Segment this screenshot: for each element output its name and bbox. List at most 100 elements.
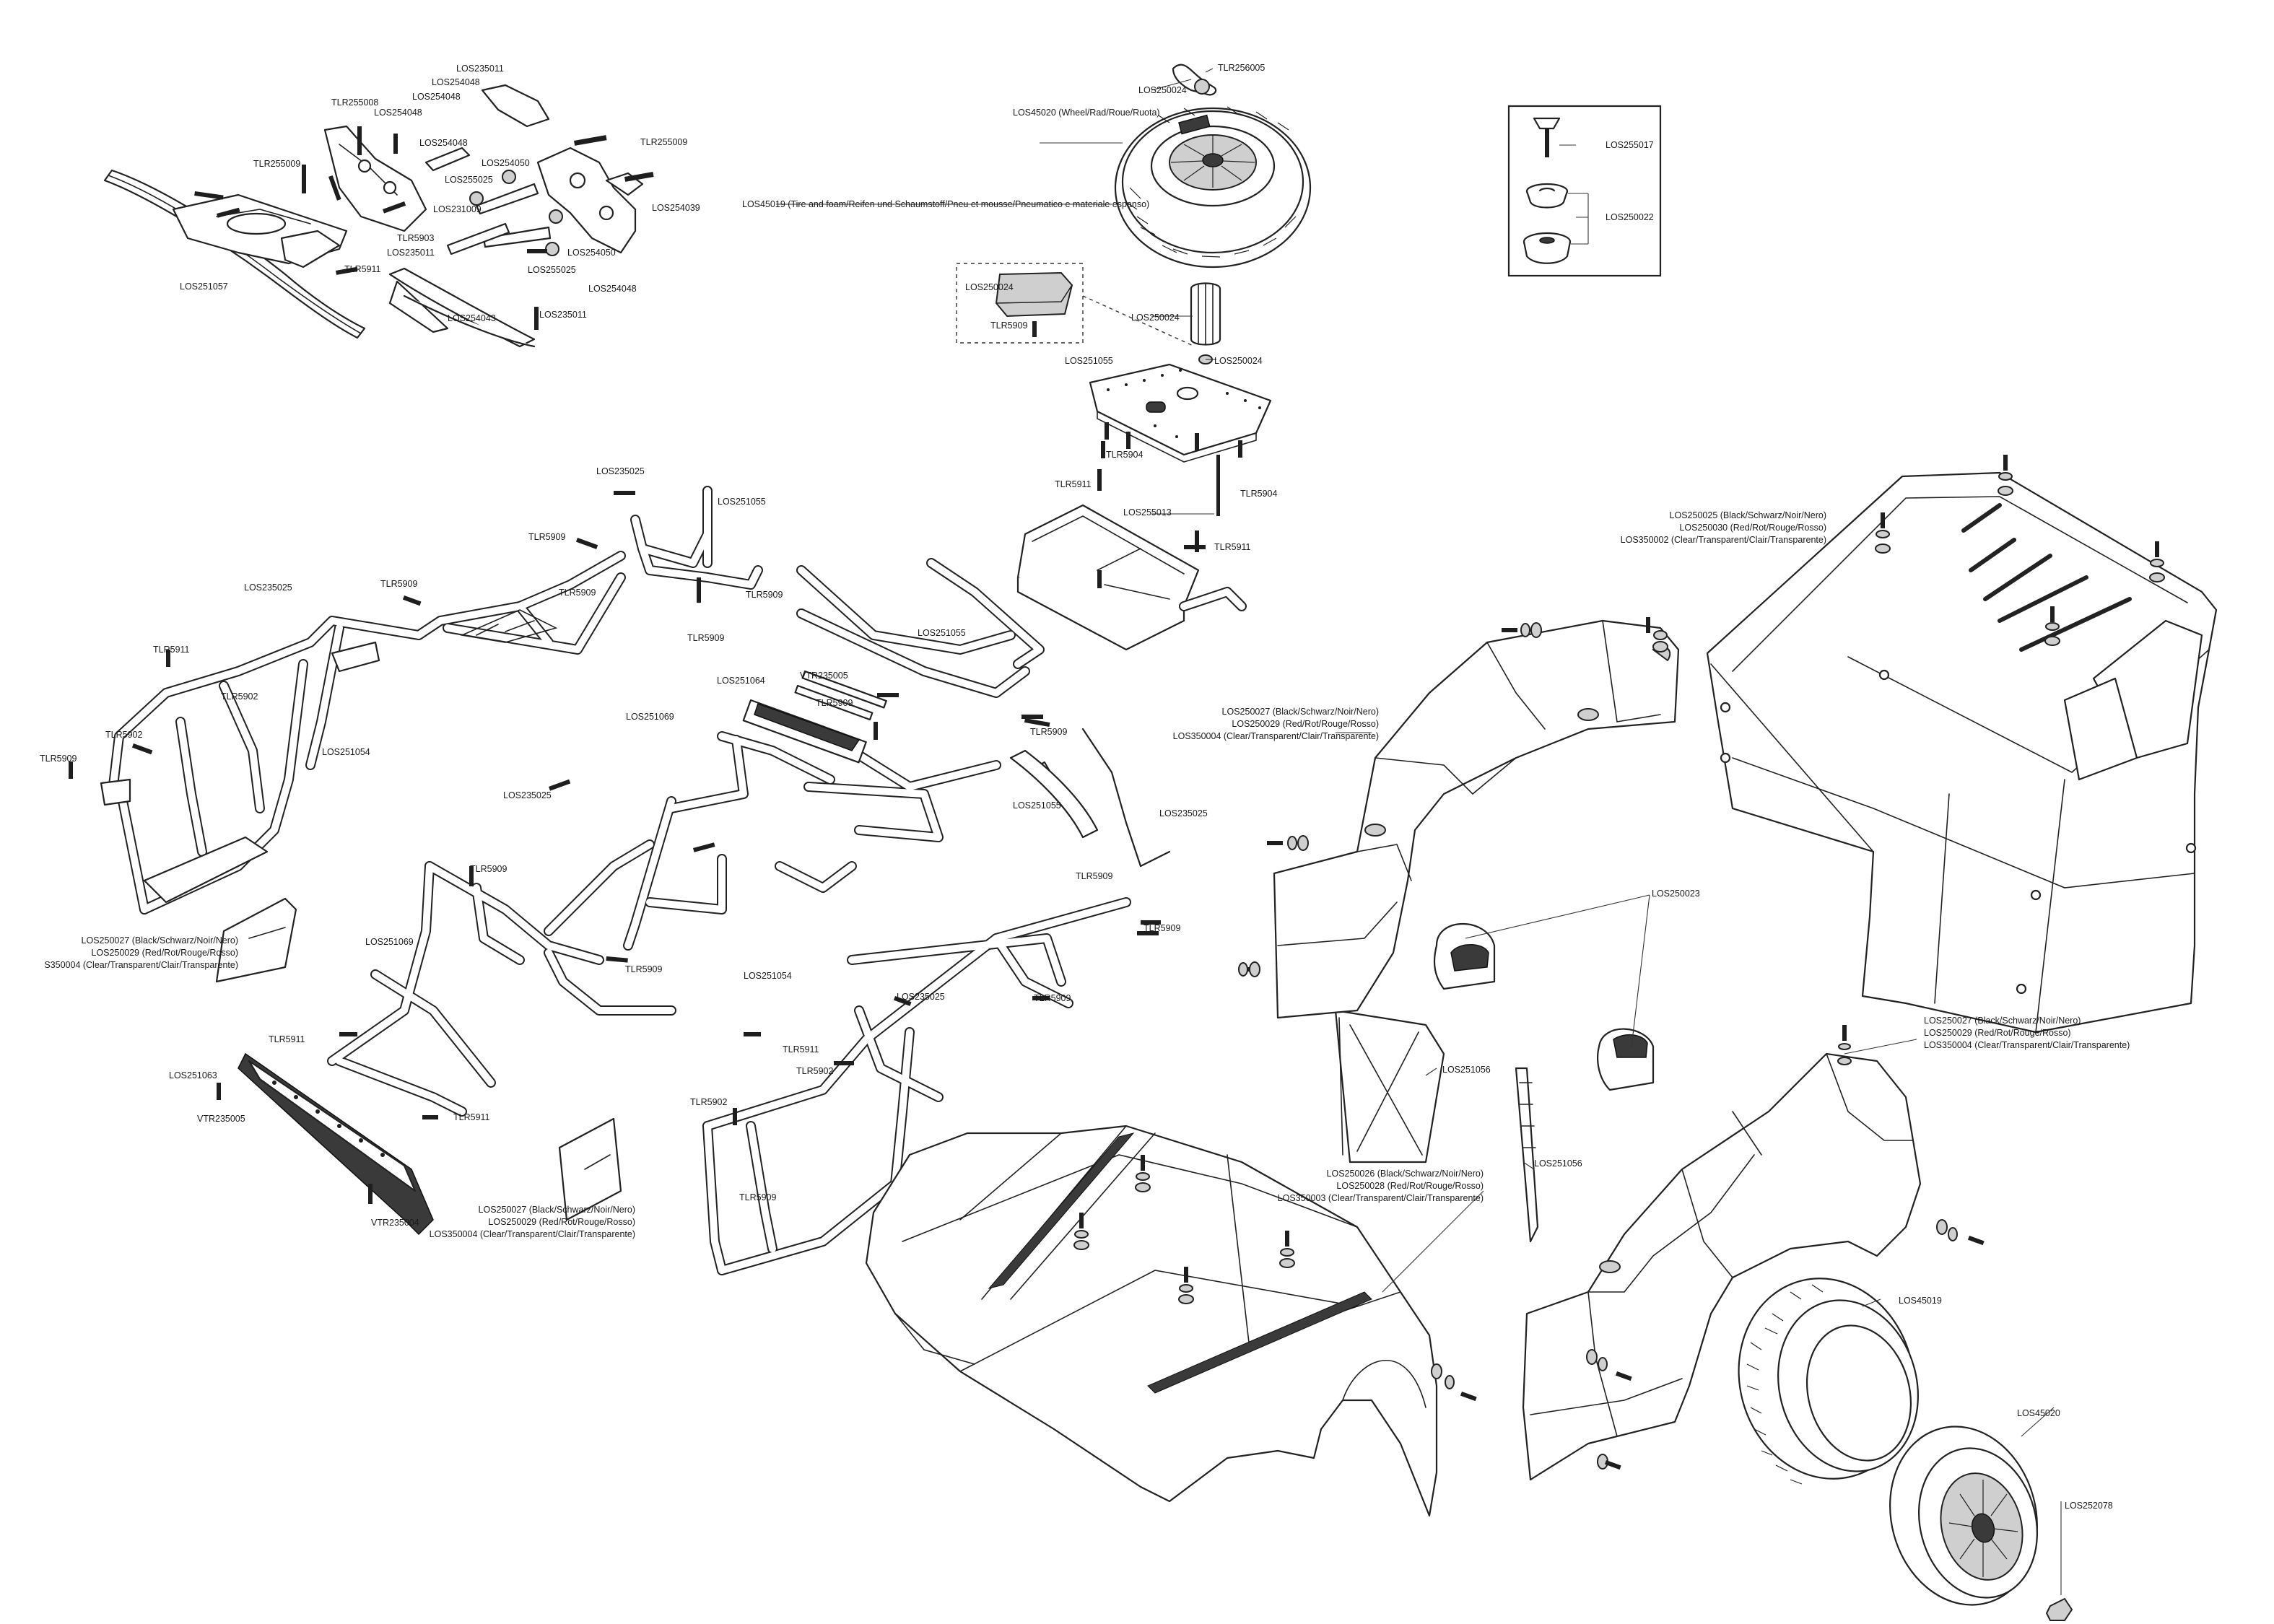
callout-tlr5909: TLR5909 bbox=[990, 320, 1028, 331]
callout-los252078: LOS252078 bbox=[2065, 1501, 2113, 1511]
callout-los255013: LOS255013 bbox=[1123, 507, 1172, 518]
callout-tlr5911: TLR5911 bbox=[453, 1112, 490, 1122]
callout-los251054: LOS251054 bbox=[322, 747, 370, 757]
callout-los235025: LOS235025 bbox=[1159, 808, 1208, 818]
callout-los250027-left-panel: LOS250027 (Black/Schwarz/Noir/Nero) LOS2… bbox=[44, 935, 238, 970]
callout-tlr255009: TLR255009 bbox=[640, 137, 688, 147]
callout-los254048: LOS254048 bbox=[588, 284, 637, 294]
callout-tlr5911: TLR5911 bbox=[1055, 479, 1092, 489]
callout-los250024: LOS250024 bbox=[1131, 313, 1180, 323]
callout-los235025: LOS235025 bbox=[244, 582, 292, 593]
callout-los235025: LOS235025 bbox=[596, 466, 645, 476]
callout-los251056: LOS251056 bbox=[1442, 1065, 1491, 1075]
callout-los251069: LOS251069 bbox=[365, 937, 414, 947]
callout-los250027-fender: LOS250027 (Black/Schwarz/Noir/Nero) LOS2… bbox=[1172, 707, 1379, 741]
callout-tlr5909: TLR5909 bbox=[470, 864, 507, 874]
left-side-cage bbox=[69, 537, 626, 914]
callout-los251054: LOS251054 bbox=[744, 971, 792, 981]
callout-los251056: LOS251056 bbox=[1534, 1158, 1582, 1169]
callout-los250027-bottom-panel: LOS250027 (Black/Schwarz/Noir/Nero) LOS2… bbox=[429, 1205, 635, 1239]
callout-tlr5911: TLR5911 bbox=[783, 1044, 819, 1055]
callout-los251069: LOS251069 bbox=[626, 712, 674, 722]
callout-tlr5911: TLR5911 bbox=[1214, 542, 1251, 552]
callout-los255017: LOS255017 bbox=[1606, 140, 1654, 150]
callout-los45020-wheel: LOS45020 (Wheel/Rad/Roue/Ruota) bbox=[1013, 108, 1160, 118]
front-bumper-assembly bbox=[103, 84, 654, 348]
callout-tlr5909: TLR5909 bbox=[687, 633, 725, 643]
callout-tlr5909: TLR5909 bbox=[739, 1192, 777, 1202]
callout-tlr5902: TLR5902 bbox=[690, 1097, 728, 1107]
callout-los254050: LOS254050 bbox=[482, 158, 530, 168]
callout-tlr5909: TLR5909 bbox=[40, 754, 77, 764]
lower-cage-pieces bbox=[217, 861, 1161, 1275]
callout-vtr235004: VTR235004 bbox=[371, 1218, 419, 1228]
center-cage-pieces bbox=[544, 469, 1247, 951]
callout-los254039: LOS254039 bbox=[652, 203, 700, 213]
callout-tlr5909: TLR5909 bbox=[1076, 871, 1113, 881]
callout-los251055: LOS251055 bbox=[1013, 800, 1061, 811]
callout-vtr235005: VTR235005 bbox=[197, 1114, 245, 1124]
callout-los250022: LOS250022 bbox=[1606, 212, 1654, 222]
callout-los250025-roof: LOS250025 (Black/Schwarz/Noir/Nero) LOS2… bbox=[1620, 510, 1826, 545]
side-panels bbox=[215, 897, 1655, 1243]
callout-los251055: LOS251055 bbox=[1065, 356, 1113, 366]
callout-tlr5902: TLR5902 bbox=[796, 1066, 834, 1076]
callout-vtr235005: VTR235005 bbox=[800, 671, 848, 681]
callout-los254048: LOS254048 bbox=[419, 138, 468, 148]
callout-tlr255008: TLR255008 bbox=[331, 97, 379, 108]
callout-los251063: LOS251063 bbox=[169, 1070, 217, 1081]
callout-tlr5903: TLR5903 bbox=[397, 233, 435, 243]
leader-lines bbox=[776, 68, 2062, 1595]
callout-tlr5909: TLR5909 bbox=[746, 590, 783, 600]
callout-los251064: LOS251064 bbox=[717, 676, 765, 686]
callout-los235025: LOS235025 bbox=[897, 992, 945, 1002]
callout-tlr5904: TLR5904 bbox=[1240, 489, 1278, 499]
callout-tlr5902: TLR5902 bbox=[221, 691, 258, 702]
callout-los254050: LOS254050 bbox=[567, 248, 616, 258]
front-fender-body bbox=[1522, 1025, 1985, 1481]
callout-los250024: LOS250024 bbox=[1214, 356, 1263, 366]
callout-tlr5911: TLR5911 bbox=[153, 645, 190, 655]
callout-tlr5909: TLR5909 bbox=[380, 579, 418, 589]
callout-tlr5909: TLR5909 bbox=[1034, 993, 1071, 1003]
callout-los235011: LOS235011 bbox=[539, 310, 587, 320]
callout-tlr256005: TLR256005 bbox=[1218, 63, 1265, 73]
callout-los254048: LOS254048 bbox=[412, 92, 461, 102]
callout-tlr5911: TLR5911 bbox=[344, 264, 381, 274]
callout-los251055: LOS251055 bbox=[918, 628, 966, 638]
callout-tlr5909: TLR5909 bbox=[559, 588, 596, 598]
callout-los235011: LOS235011 bbox=[387, 248, 435, 258]
hood-body bbox=[865, 1125, 1477, 1517]
callout-tlr5909: TLR5909 bbox=[1143, 923, 1181, 933]
callout-los255025: LOS255025 bbox=[528, 265, 576, 275]
callout-los45020: LOS45020 bbox=[2017, 1408, 2060, 1418]
callout-los250027-right-fender: LOS250027 (Black/Schwarz/Noir/Nero) LOS2… bbox=[1924, 1016, 2130, 1050]
callout-los250024: LOS250024 bbox=[965, 282, 1014, 292]
screw-inset bbox=[1507, 105, 1662, 277]
callout-los45019-tire: LOS45019 (Tire and foam/Reifen und Schau… bbox=[742, 199, 1150, 209]
rear-fender-body bbox=[1238, 617, 1680, 1019]
callout-tlr5909: TLR5909 bbox=[625, 964, 663, 974]
front-wheel-assembly bbox=[1738, 1278, 2073, 1621]
callout-los235025: LOS235025 bbox=[503, 790, 552, 800]
callout-los251057: LOS251057 bbox=[180, 281, 228, 292]
roof-body bbox=[1706, 455, 2218, 1034]
spare-tire-assembly bbox=[956, 64, 1312, 516]
callout-tlr5909: TLR5909 bbox=[1030, 727, 1068, 737]
callout-tlr5909: TLR5909 bbox=[816, 698, 853, 708]
callout-tlr5902: TLR5902 bbox=[105, 730, 143, 740]
callout-los254043: LOS254043 bbox=[448, 313, 496, 323]
callout-los250023-helmet: LOS250023 bbox=[1652, 889, 1700, 899]
callout-tlr255009: TLR255009 bbox=[253, 159, 301, 169]
callout-los251055: LOS251055 bbox=[718, 497, 766, 507]
callout-los254048: LOS254048 bbox=[432, 77, 480, 87]
callout-los231009: LOS231009 bbox=[433, 204, 482, 214]
callout-los45019: LOS45019 bbox=[1899, 1296, 1942, 1306]
callout-los254048: LOS254048 bbox=[374, 108, 422, 118]
callout-los235011: LOS235011 bbox=[456, 64, 504, 74]
callout-los250026-hood: LOS250026 (Black/Schwarz/Noir/Nero) LOS2… bbox=[1277, 1169, 1484, 1203]
callout-tlr5909: TLR5909 bbox=[528, 532, 566, 542]
callout-los250024: LOS250024 bbox=[1138, 85, 1187, 95]
